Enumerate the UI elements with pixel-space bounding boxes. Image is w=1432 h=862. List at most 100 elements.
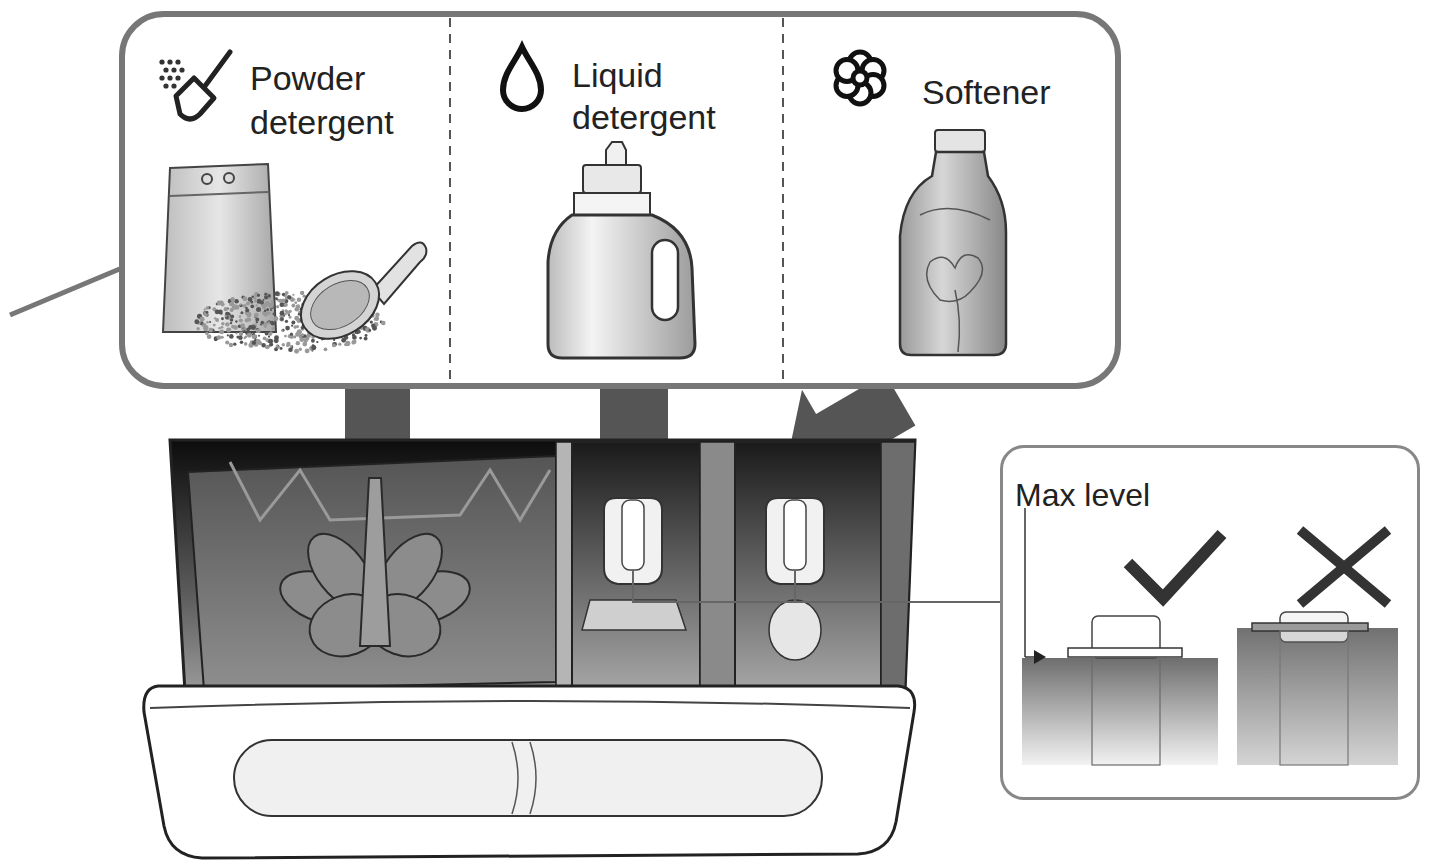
- powder-pile: [291, 297, 294, 300]
- powder-pile: [266, 308, 269, 311]
- powder-pile: [254, 313, 259, 318]
- powder-pile: [338, 343, 341, 346]
- powder-icon: [171, 83, 176, 88]
- powder-pile: [297, 297, 302, 302]
- powder-pile: [252, 334, 257, 339]
- powder-pile: [240, 303, 242, 305]
- product-panel: [122, 14, 1118, 386]
- powder-pile: [229, 308, 233, 312]
- powder-pile: [240, 323, 245, 328]
- powder-pile: [265, 301, 270, 306]
- level-wrong: [1252, 623, 1368, 631]
- liquid-bottle: [652, 240, 678, 320]
- powder-pile: [294, 349, 299, 354]
- detergent-drawer: [188, 456, 556, 690]
- powder-pile: [247, 317, 252, 322]
- powder-pile: [246, 301, 250, 305]
- powder-pile: [279, 302, 284, 307]
- leader-line: [633, 570, 1001, 602]
- powder-pile: [224, 315, 226, 317]
- powder-pile: [285, 320, 288, 323]
- powder-pile: [291, 325, 293, 327]
- powder-pile: [234, 304, 236, 306]
- powder-bag: [170, 192, 268, 196]
- powder-pile: [264, 313, 268, 317]
- powder-pile: [273, 313, 276, 316]
- softener-bottle: [900, 130, 1006, 355]
- powder-icon: [167, 75, 172, 80]
- powder-pile: [374, 318, 376, 320]
- powder-pile: [239, 331, 244, 336]
- powder-pile: [203, 311, 208, 316]
- powder-pile: [311, 346, 315, 350]
- powder-pile: [296, 304, 301, 309]
- powder-pile: [230, 322, 232, 324]
- powder-pile: [264, 309, 266, 311]
- powder-pile: [230, 301, 235, 306]
- liquid-bottle: [583, 165, 641, 193]
- powder-pile: [208, 328, 213, 333]
- powder-pile: [270, 309, 272, 311]
- leader-line: [633, 570, 1001, 602]
- product-label: Softener: [922, 71, 1112, 113]
- powder-pile: [215, 310, 220, 315]
- powder-pile: [287, 295, 290, 298]
- product-label: Liquid detergent: [572, 54, 752, 138]
- powder-pile: [296, 325, 299, 328]
- powder-pile: [221, 317, 224, 320]
- softener-bottle: [920, 209, 990, 352]
- drawer-handle: [144, 686, 915, 858]
- powder-pile: [290, 333, 293, 336]
- powder-pile: [254, 299, 257, 302]
- powder-pile: [219, 329, 224, 334]
- leader-line: [794, 570, 796, 602]
- powder-pile: [257, 329, 261, 333]
- powder-pile: [196, 327, 199, 330]
- powder-pile: [292, 294, 294, 296]
- powder-pile: [217, 335, 222, 340]
- detergent-drawer: [230, 462, 550, 520]
- liquid-bottle: [548, 215, 695, 358]
- powder-pile: [255, 304, 257, 306]
- powder-pile: [194, 319, 199, 324]
- level-correct: [1024, 508, 1026, 657]
- powder-pile: [302, 342, 307, 347]
- powder-pile: [218, 327, 220, 329]
- drawer-handle: [150, 701, 910, 708]
- powder-pile: [316, 341, 318, 343]
- powder-pile: [265, 331, 269, 335]
- powder-pile: [220, 326, 223, 329]
- powder-pile: [352, 335, 357, 340]
- powder-pile: [274, 316, 279, 321]
- detergent-drawer: [170, 440, 915, 692]
- powder-pile: [236, 336, 239, 339]
- powder-pile: [265, 345, 269, 349]
- powder-icon: [163, 83, 168, 88]
- powder-pile: [256, 339, 261, 344]
- powder-pile: [312, 345, 317, 350]
- powder-pile: [284, 303, 288, 307]
- powder-pile: [290, 345, 292, 347]
- powder-pile: [267, 321, 270, 324]
- powder-pile: [240, 341, 244, 345]
- powder-pile: [285, 326, 290, 331]
- powder-pile: [268, 339, 273, 344]
- powder-scoop: [372, 242, 426, 304]
- level-wrong: [1237, 628, 1398, 765]
- powder-pile: [293, 299, 295, 301]
- powder-icon: [167, 59, 172, 64]
- powder-pile: [271, 321, 275, 325]
- powder-pile: [279, 317, 284, 322]
- powder-pile: [239, 304, 242, 307]
- softener-bottle: [927, 255, 983, 302]
- powder-pile: [269, 304, 273, 308]
- powder-pile: [282, 329, 285, 332]
- powder-pile: [204, 308, 206, 310]
- powder-pile: [225, 316, 229, 320]
- powder-icon: [159, 59, 184, 88]
- powder-pile: [235, 332, 237, 334]
- powder-pile: [291, 303, 295, 307]
- powder-pile: [365, 334, 368, 337]
- powder-pile: [203, 311, 208, 316]
- powder-pile: [209, 321, 211, 323]
